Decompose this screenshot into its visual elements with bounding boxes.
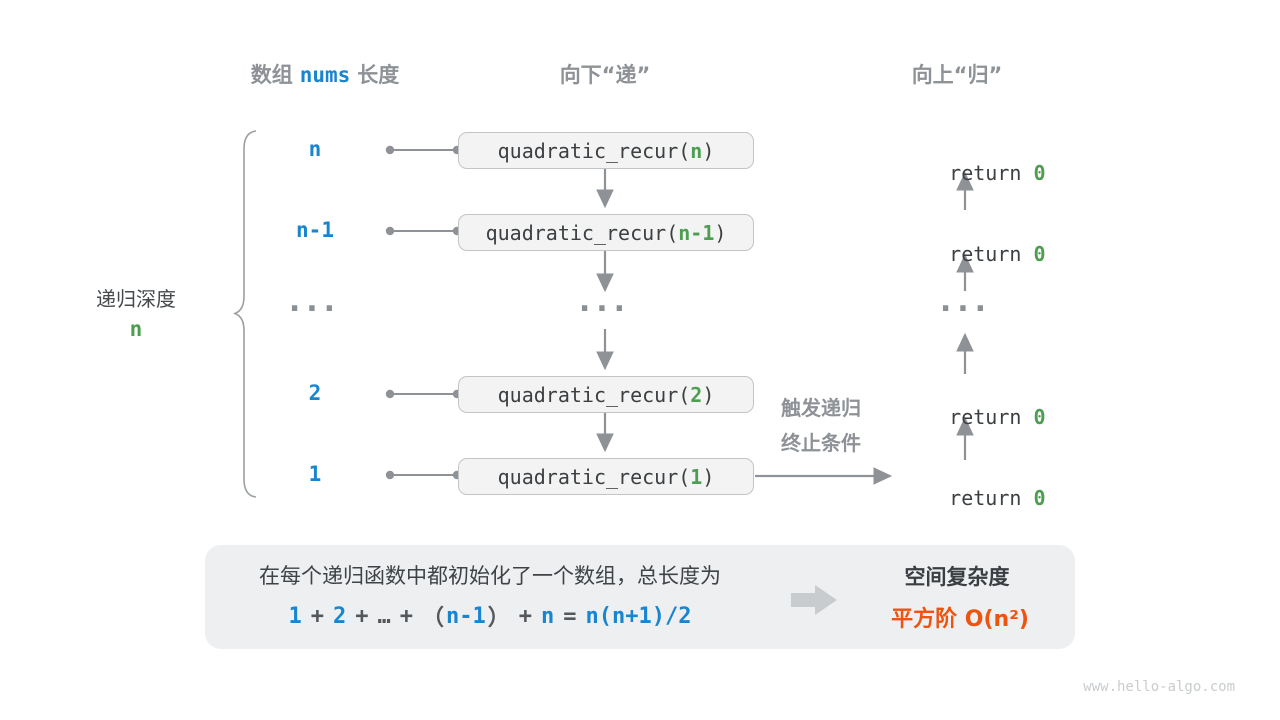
call-text: ) (702, 138, 715, 163)
watermark: www.hello-algo.com (1083, 679, 1235, 695)
depth-label: n (308, 137, 322, 161)
call-connectors (385, 145, 462, 480)
formula-token: n (541, 603, 555, 629)
call-text: quadratic_recur( (497, 464, 691, 489)
return-value: 0 (1033, 161, 1046, 185)
depth-label: 1 (308, 462, 322, 486)
depth-brace (232, 130, 257, 498)
return-value: 0 (1033, 486, 1046, 510)
base-case-note: 触发递归 终止条件 (741, 391, 901, 461)
call-text: quadratic_recur( (497, 382, 691, 407)
return-label: return 0 (901, 381, 1045, 453)
call-box: quadratic_recur(2) (458, 376, 754, 413)
header-downward: 向下“递” (559, 63, 651, 87)
formula-token: ） (487, 606, 510, 631)
call-ellipsis: ... (578, 284, 632, 319)
base-case-note-line2: 终止条件 (781, 431, 861, 455)
formula-token: = (563, 603, 577, 629)
formula-token: + (518, 603, 533, 629)
return-label: return 0 (901, 218, 1045, 290)
depth-label: 2 (308, 381, 322, 405)
depth-label: n-1 (296, 218, 334, 242)
header-array-length-post: 长度 (357, 63, 400, 87)
call-text: ) (702, 464, 715, 489)
call-arg: n (690, 138, 703, 163)
formula-token: + (310, 603, 324, 629)
formula-token: n(n+1)/2 (585, 603, 692, 629)
return-text: return (949, 161, 1034, 185)
formula-token: + (355, 603, 369, 629)
call-box: quadratic_recur(n-1) (458, 214, 754, 251)
call-text: ) (702, 382, 715, 407)
recursion-depth-value: n (129, 317, 143, 341)
call-box: quadratic_recur(1) (458, 458, 754, 495)
header-upward: 向上“归” (911, 63, 1003, 87)
return-ellipsis: ... (939, 284, 993, 319)
call-text: ) (714, 220, 727, 245)
formula-token: 1 (288, 603, 302, 629)
summary-formula: 1 + 2 + … + （ n-1 ） + n = n(n+1)/2 (230, 600, 750, 632)
space-complexity-value: 平方阶 O(n²) (891, 607, 1029, 632)
call-arg: 1 (690, 464, 703, 489)
depth-ellipsis: ... (288, 284, 342, 319)
return-text: return (949, 405, 1034, 429)
call-text: quadratic_recur( (497, 138, 691, 163)
return-value: 0 (1033, 242, 1046, 266)
formula-token: （ (422, 606, 445, 631)
formula-token: + (399, 603, 413, 629)
return-text: return (949, 486, 1034, 510)
call-text: quadratic_recur( (485, 220, 679, 245)
space-complexity-title: 空间复杂度 (904, 565, 1010, 589)
return-label: return 0 (901, 137, 1045, 209)
formula-token: n-1 (446, 603, 486, 629)
implies-arrow-icon (791, 585, 837, 615)
call-arg: 2 (690, 382, 703, 407)
nums-code: nums (299, 63, 351, 87)
return-text: return (949, 242, 1034, 266)
return-value: 0 (1033, 405, 1046, 429)
formula-token: 2 (333, 603, 347, 629)
base-case-note-line1: 触发递归 (781, 396, 861, 420)
formula-token: … (377, 603, 391, 629)
return-label: return 0 (901, 462, 1045, 534)
call-arg: n-1 (678, 220, 715, 245)
call-box: quadratic_recur(n) (458, 132, 754, 169)
header-array-length-pre: 数组 (250, 63, 293, 87)
recursion-depth-label: 递归深度 (96, 287, 176, 311)
summary-text: 在每个递归函数中都初始化了一个数组，总长度为 (259, 564, 721, 588)
summary-panel: 在每个递归函数中都初始化了一个数组，总长度为 1 + 2 + … + （ n-1… (205, 545, 1075, 649)
